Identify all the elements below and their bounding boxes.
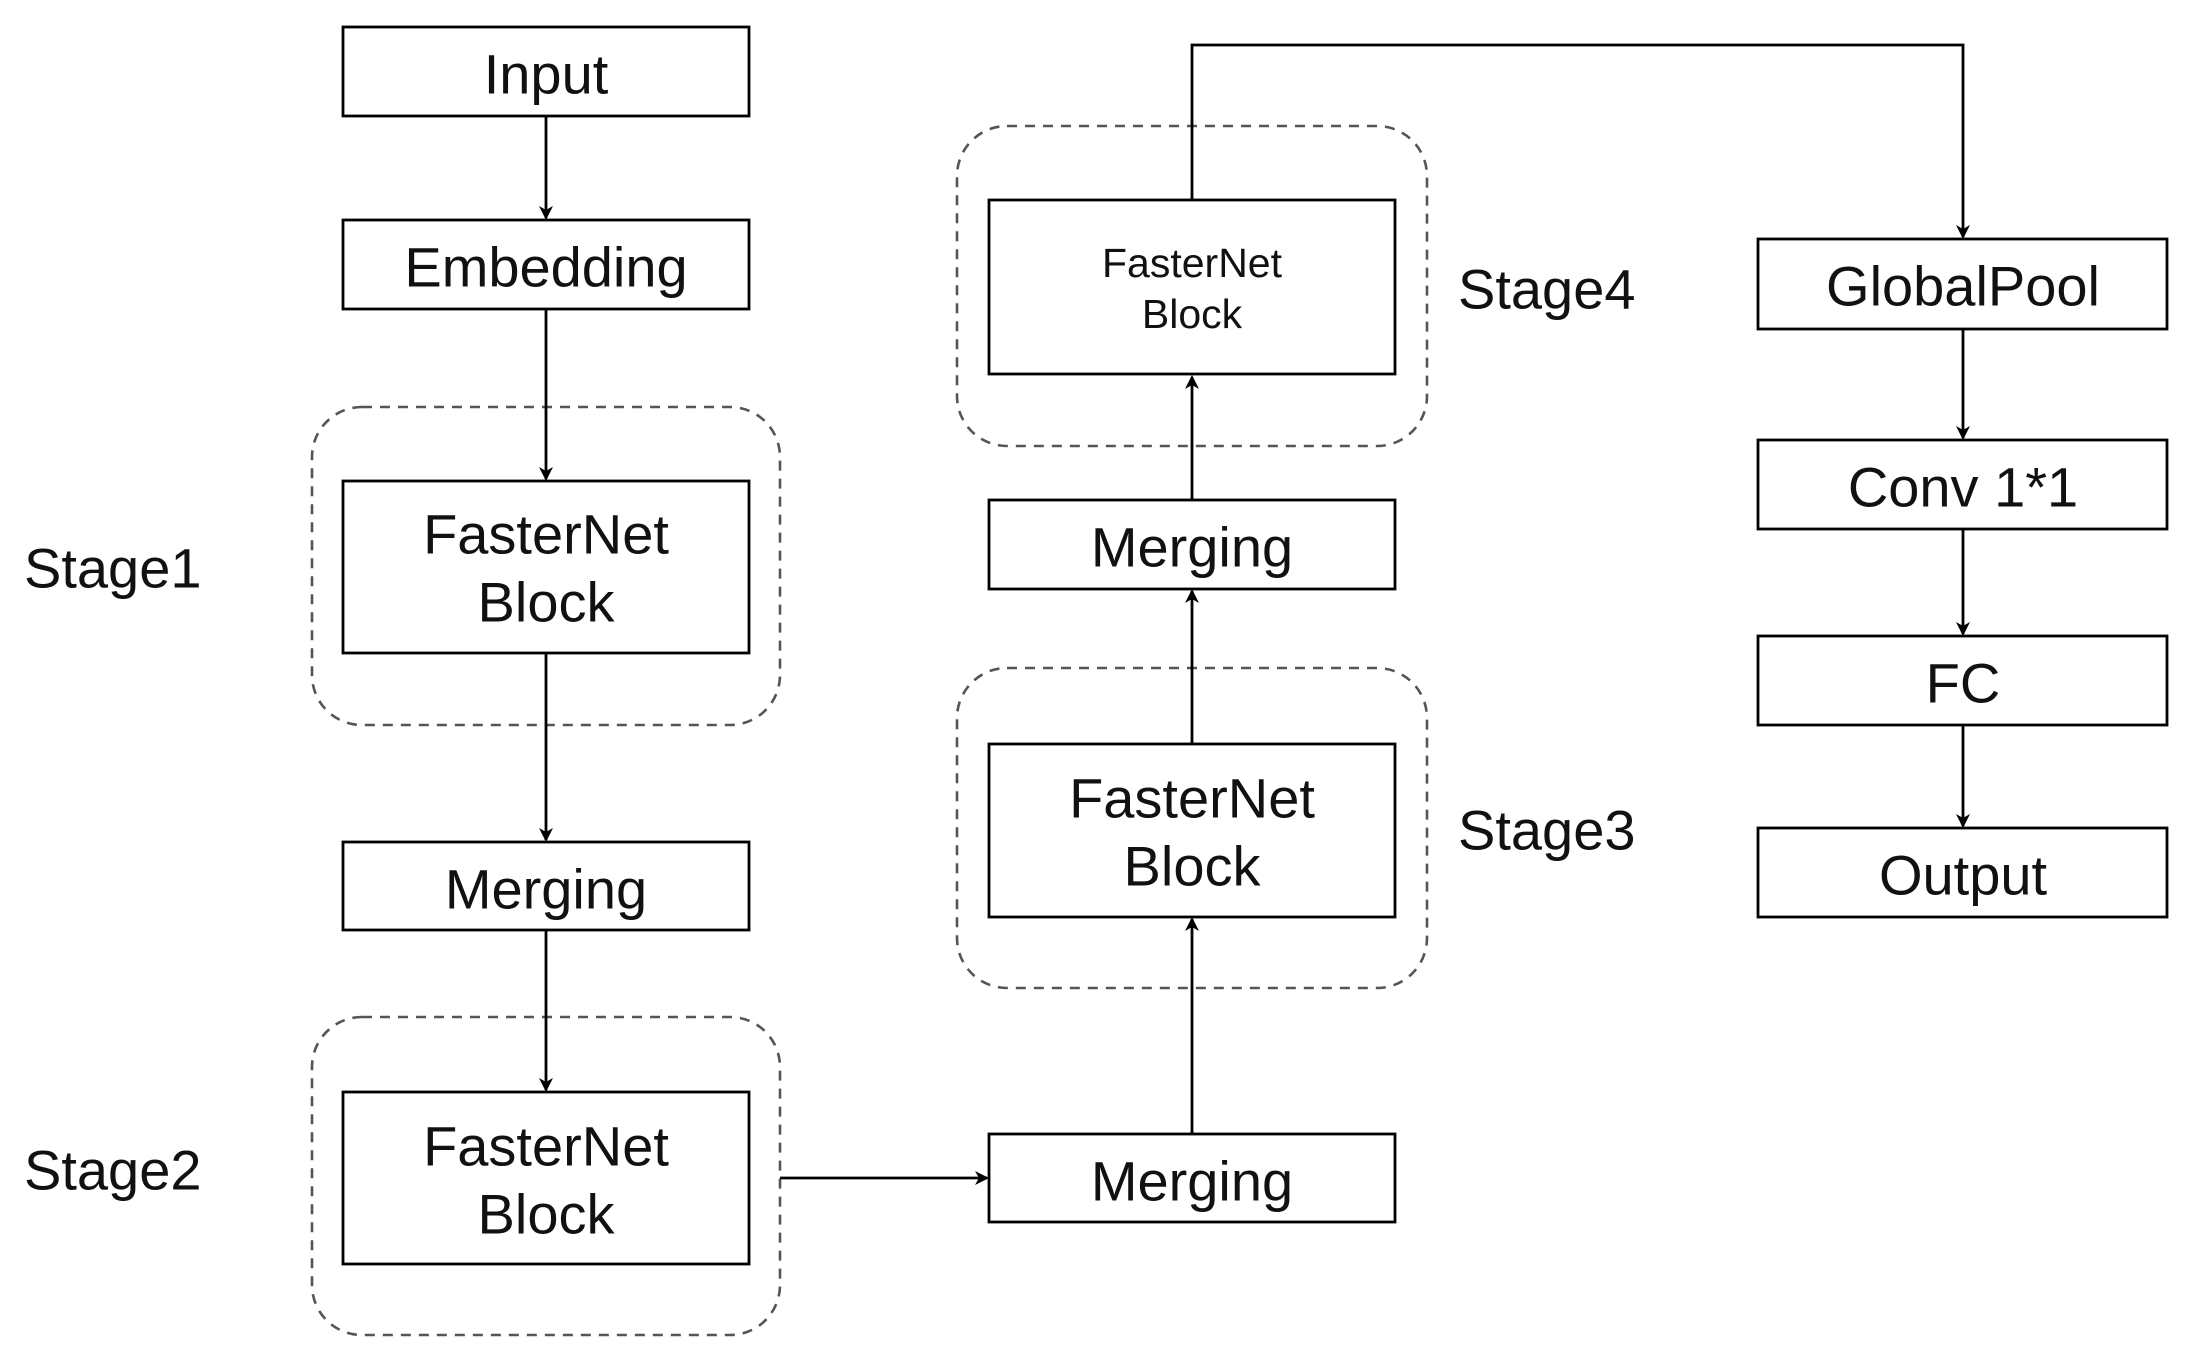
merging3-label: Merging	[1091, 516, 1293, 579]
fc-node: FC	[1756, 634, 2169, 727]
input-label: Input	[484, 43, 609, 106]
embedding-label: Embedding	[404, 236, 687, 299]
stage1-label: Stage1	[24, 537, 202, 600]
globalpool-node: GlobalPool	[1756, 237, 2169, 331]
stage4-block-node: FasterNet Block	[987, 198, 1397, 376]
edge-stage4-block-to-globalpool	[1190, 43, 1970, 239]
merging3-node: Merging	[987, 498, 1397, 591]
conv-node: Conv 1*1	[1756, 438, 2169, 531]
output-label: Output	[1879, 844, 2048, 907]
stage3-block-node: FasterNet Block	[987, 742, 1397, 919]
stage1-block-node: FasterNet Block	[341, 479, 751, 655]
stage3-block-label-line1: FasterNet	[1069, 767, 1315, 830]
stage4-block-label-line1: FasterNet	[1102, 240, 1283, 286]
stage3-label: Stage3	[1458, 799, 1636, 862]
embedding-node: Embedding	[341, 218, 751, 311]
stage1-block-label-line2: Block	[478, 571, 616, 634]
stage2-block-label-line2: Block	[478, 1183, 616, 1246]
stage2-block-label-line1: FasterNet	[423, 1115, 669, 1178]
merging2-node: Merging	[987, 1132, 1397, 1224]
merging1-label: Merging	[445, 858, 647, 921]
output-node: Output	[1756, 826, 2169, 919]
input-node: Input	[341, 25, 751, 118]
stage4-block-label-line2: Block	[1142, 291, 1243, 337]
fc-label: FC	[1926, 652, 2001, 715]
globalpool-label: GlobalPool	[1826, 255, 2100, 318]
conv-label: Conv 1*1	[1848, 456, 2078, 519]
stage3-block-label-line2: Block	[1124, 835, 1262, 898]
stage2-label: Stage2	[24, 1139, 202, 1202]
merging1-node: Merging	[341, 840, 751, 932]
stage2-block-node: FasterNet Block	[341, 1090, 751, 1266]
stage4-label: Stage4	[1458, 258, 1636, 321]
stage1-block-label-line1: FasterNet	[423, 503, 669, 566]
merging2-label: Merging	[1091, 1150, 1293, 1213]
